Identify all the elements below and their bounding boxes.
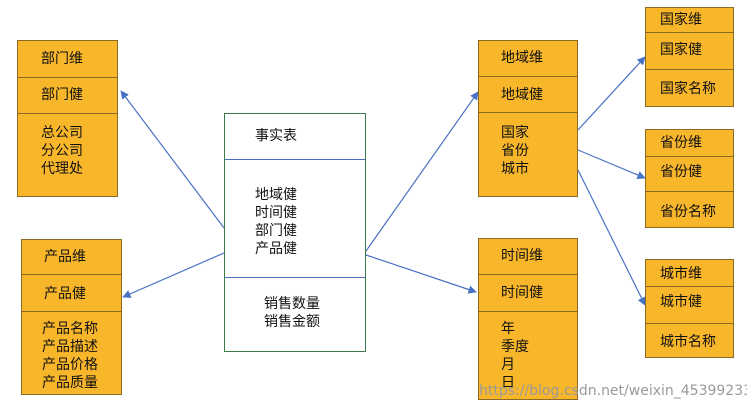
region-attr: 国家	[501, 125, 529, 141]
arrow-fact-to-product	[122, 252, 225, 298]
time-dimension-box: 时间维 时间健 年 季度 月 日	[478, 238, 578, 400]
product-attr: 产品描述	[42, 339, 98, 355]
region-dimension-box: 地域维 地域健 国家 省份 城市	[478, 40, 578, 197]
country-header: 国家维	[660, 12, 702, 28]
fact-measure: 销售数量	[264, 296, 320, 312]
time-attr: 日	[501, 375, 515, 391]
product-attrs-section: 产品名称 产品描述 产品价格 产品质量	[22, 311, 121, 396]
product-header-section: 产品维	[22, 240, 121, 274]
region-key: 地域健	[501, 87, 543, 103]
region-attr: 城市	[501, 161, 529, 177]
fact-key: 部门健	[255, 223, 297, 239]
dept-header-section: 部门维	[18, 41, 117, 77]
product-key: 产品健	[44, 286, 86, 302]
city-header: 城市维	[660, 266, 702, 282]
province-key: 省份健	[660, 164, 702, 180]
dept-dimension-box: 部门维 部门健 总公司 分公司 代理处	[17, 40, 118, 197]
time-header: 时间维	[501, 248, 543, 264]
time-header-section: 时间维	[479, 239, 577, 274]
province-dimension-box: 省份维 省份健 省份名称	[645, 129, 734, 228]
fact-keys-section: 地域健 时间健 部门健 产品健	[225, 159, 365, 277]
product-attr: 产品价格	[42, 357, 98, 373]
product-key-section: 产品健	[22, 274, 121, 311]
fact-table-box: 事实表 地域健 时间健 部门健 产品健 销售数量 销售金额	[224, 113, 366, 352]
region-key-section: 地域健	[479, 76, 577, 112]
city-header-section: 城市维	[646, 260, 733, 286]
arrow-region-to-province	[577, 149, 646, 179]
province-header: 省份维	[660, 135, 702, 151]
time-key-section: 时间健	[479, 274, 577, 311]
time-attr: 季度	[501, 339, 529, 355]
dept-key: 部门健	[41, 87, 83, 103]
time-attr: 年	[501, 321, 515, 337]
watermark-text: https://blog.csdn.net/weixin_45399233	[479, 383, 747, 399]
country-header-section: 国家维	[646, 8, 733, 32]
country-key: 国家健	[660, 42, 702, 58]
fact-key: 地域健	[255, 187, 297, 203]
city-key: 城市健	[660, 294, 702, 310]
province-name-section: 省份名称	[646, 191, 733, 229]
region-attr: 省份	[501, 143, 529, 159]
arrow-fact-to-region	[365, 91, 479, 252]
dept-attr: 总公司	[41, 125, 83, 141]
arrow-fact-to-dept	[120, 90, 225, 229]
product-dimension-box: 产品维 产品健 产品名称 产品描述 产品价格 产品质量	[21, 239, 122, 395]
product-attr: 产品质量	[42, 375, 98, 391]
city-key-section: 城市健	[646, 286, 733, 323]
province-key-section: 省份健	[646, 156, 733, 191]
region-header-section: 地域维	[479, 41, 577, 76]
fact-title-section: 事实表	[225, 114, 365, 159]
dept-attrs-section: 总公司 分公司 代理处	[18, 113, 117, 198]
arrow-region-to-city	[577, 169, 646, 306]
country-dimension-box: 国家维 国家健 国家名称	[645, 7, 734, 107]
arrow-region-to-country	[577, 56, 646, 131]
country-name-section: 国家名称	[646, 69, 733, 108]
product-header: 产品维	[44, 249, 86, 265]
fact-measures-section: 销售数量 销售金额	[225, 277, 365, 353]
city-name-section: 城市名称	[646, 323, 733, 359]
city-name: 城市名称	[660, 334, 716, 350]
region-attrs-section: 国家 省份 城市	[479, 112, 577, 198]
time-attrs-section: 年 季度 月 日	[479, 311, 577, 401]
dept-key-section: 部门健	[18, 77, 117, 113]
dept-attr: 代理处	[41, 161, 83, 177]
province-name: 省份名称	[660, 204, 716, 220]
dept-header: 部门维	[41, 51, 83, 67]
fact-key: 产品健	[255, 241, 297, 257]
time-attr: 月	[501, 357, 515, 373]
country-name: 国家名称	[660, 81, 716, 97]
city-dimension-box: 城市维 城市健 城市名称	[645, 259, 734, 358]
dept-attr: 分公司	[41, 143, 83, 159]
region-header: 地域维	[501, 50, 543, 66]
product-attr: 产品名称	[42, 321, 98, 337]
fact-measure: 销售金额	[264, 314, 320, 330]
fact-title: 事实表	[255, 128, 297, 144]
time-key: 时间健	[501, 285, 543, 301]
fact-key: 时间健	[255, 205, 297, 221]
province-header-section: 省份维	[646, 130, 733, 156]
country-key-section: 国家健	[646, 32, 733, 69]
arrow-fact-to-time	[365, 254, 477, 294]
